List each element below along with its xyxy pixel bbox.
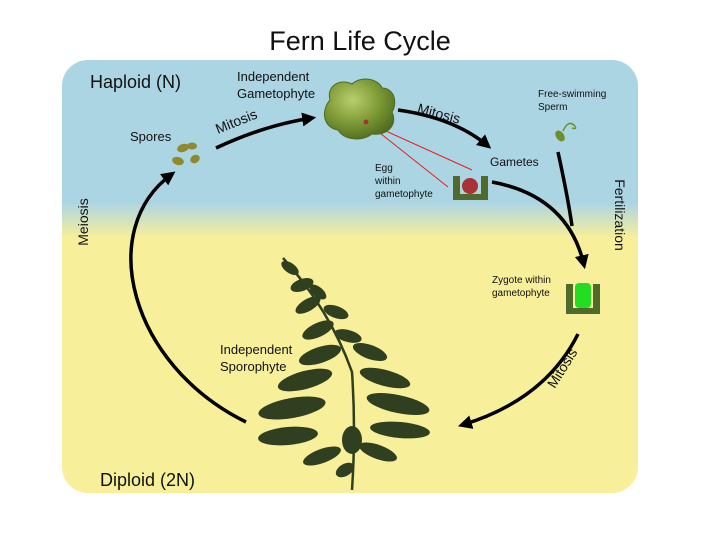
spores-label: Spores: [130, 129, 172, 144]
sporophyte-label: Independent Sporophyte: [220, 341, 292, 375]
zygote-label-line2: gametophyte: [492, 288, 550, 299]
gametophyte-label-line2: Gametophyte: [237, 86, 316, 101]
spores-icon: [172, 142, 200, 166]
gametophyte-label-line1: Independent: [237, 69, 310, 84]
egg-label-line3: gametophyte: [375, 189, 433, 200]
zygote-label: Zygote within gametophyte: [492, 274, 551, 300]
gametophyte-label: Independent Gametophyte: [237, 68, 315, 102]
diagram-title: Fern Life Cycle: [269, 26, 451, 56]
sperm-label-line1: Free-swimming: [538, 89, 607, 100]
gametophyte-icon: [323, 78, 396, 140]
mitosis-arrow-spores-to-gametophyte: [215, 112, 317, 150]
egg-label-line1: Egg: [375, 163, 393, 174]
egg-label-line2: within: [375, 176, 401, 187]
zygote-label-line1: Zygote within: [492, 275, 551, 286]
sperm-label-line2: Sperm: [538, 102, 568, 113]
sporophyte-fern-icon: [258, 257, 430, 491]
sporophyte-label-line1: Independent: [220, 342, 293, 357]
sporophyte-label-line2: Sporophyte: [220, 359, 287, 374]
arrow-sperm-to-zygote: [556, 151, 574, 227]
mitosis-arrow-zygote-to-sporophyte: [457, 333, 580, 429]
egg-label: Egg within gametophyte: [375, 162, 433, 201]
mitosis-arrow-gametophyte-to-gametes: [397, 108, 492, 149]
egg-in-archegonium-icon: [453, 176, 488, 200]
fertilization-arrow: [491, 180, 589, 270]
fertilization-label: Fertilization: [612, 179, 628, 251]
haploid-label: Haploid (N): [90, 72, 182, 92]
sperm-label: Free-swimming Sperm: [538, 88, 606, 114]
meiosis-label: Meiosis: [75, 198, 91, 246]
diploid-label: Diploid (2N): [100, 470, 196, 490]
gametes-label: Gametes: [490, 155, 539, 169]
meiosis-arrow: [129, 171, 247, 424]
sperm-icon: [555, 122, 577, 142]
zygote-in-archegonium-icon: [566, 283, 600, 314]
